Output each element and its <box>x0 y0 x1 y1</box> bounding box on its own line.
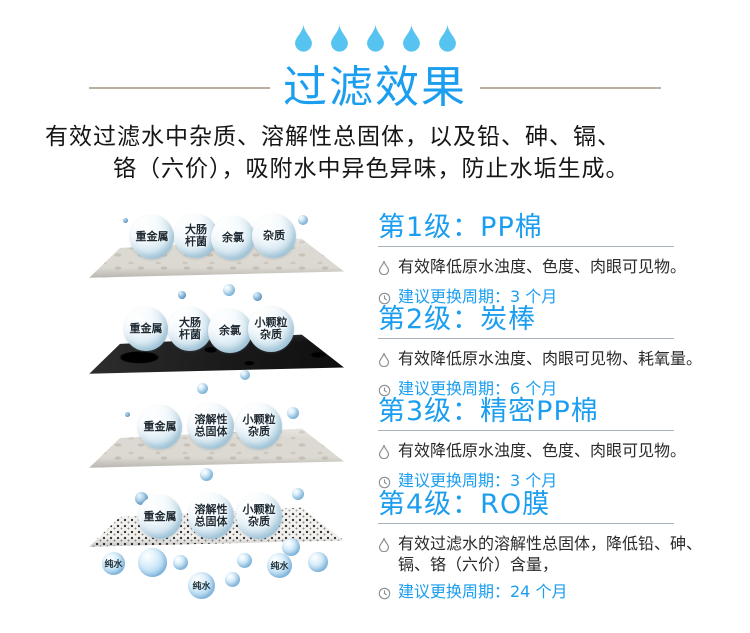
intro-line-2: 铬（六价），吸附水中异色异味，防止水垢生成。 <box>113 156 630 182</box>
contaminant-bubble: 溶解性 总固体 <box>188 403 234 449</box>
water-bubble <box>282 538 300 556</box>
water-bubble <box>240 370 250 380</box>
water-drop-icon <box>294 23 312 52</box>
title-underline <box>378 523 674 524</box>
title-underline <box>378 338 674 339</box>
contaminant-bubble: 余氯 <box>211 216 255 260</box>
water-bubble <box>173 555 188 570</box>
pure-water-bubble: 纯水 <box>102 552 125 575</box>
title-underline <box>378 430 674 431</box>
water-bubble <box>253 292 262 301</box>
stage2-title: 第2级：炭棒 <box>378 304 537 335</box>
water-drop-outline-icon <box>378 256 391 280</box>
water-drop-icon <box>402 23 420 52</box>
stage4-cycle: 建议更换周期：24 个月 <box>398 582 568 601</box>
water-bubble <box>287 407 299 419</box>
title-underline <box>378 246 674 247</box>
header: 过滤效果 <box>0 62 750 114</box>
contaminant-bubble: 重金属 <box>138 495 182 539</box>
water-bubble <box>308 552 328 572</box>
contaminant-bubble: 小颗粒 杂质 <box>236 403 282 449</box>
stage3-info: 第3级：精密PP棉 有效降低原水浊度、色度、肉眼可见物。 建议更换周期：3 个月 <box>378 396 715 490</box>
clock-icon <box>378 470 391 494</box>
stage1-info: 第1级：PP棉 有效降低原水浊度、色度、肉眼可见物。 建议更换周期：3 个月 <box>378 212 715 306</box>
title-left-line <box>89 87 270 89</box>
intro-paragraph: 有效过滤水中杂质、溶解性总固体，以及铅、砷、镉、 铬（六价），吸附水中异色异味，… <box>45 121 695 185</box>
stage4-title: 第4级：RO膜 <box>378 489 551 520</box>
water-bubble <box>123 218 128 223</box>
water-drop-outline-icon <box>378 440 391 464</box>
page-title: 过滤效果 <box>283 62 467 113</box>
water-bubble <box>225 572 240 587</box>
contaminant-bubble: 重金属 <box>130 215 174 259</box>
stage3-effect: 有效降低原水浊度、色度、肉眼可见物。 <box>398 441 687 460</box>
stage1-illustration: 重金属 大肠 杆菌 余氯 杂质 <box>60 205 360 301</box>
water-bubble <box>138 548 167 577</box>
stage1-effect: 有效降低原水浊度、色度、肉眼可见物。 <box>398 257 687 276</box>
header-drops <box>0 23 750 53</box>
stage2-info: 第2级：炭棒 有效降低原水浊度、肉眼可见物、耗氧量。 建议更换周期：6 个月 <box>378 304 715 398</box>
stage-info-column: 第1级：PP棉 有效降低原水浊度、色度、肉眼可见物。 建议更换周期：3 个月 第… <box>378 212 715 605</box>
water-drop-icon <box>438 23 456 52</box>
pure-water-bubble: 纯水 <box>188 572 215 599</box>
stage4-illustration: 重金属 溶解性 总固体 小颗粒 杂质 纯水 纯水 纯水 <box>60 485 360 633</box>
stage3-title: 第3级：精密PP棉 <box>378 396 599 427</box>
contaminant-bubble: 小颗粒 杂质 <box>236 493 282 539</box>
filter-illustrations: 重金属 大肠 杆菌 余氯 杂质 重金属 大肠 杆菌 余氯 小颗粒 杂质 重金属 … <box>60 205 360 633</box>
contaminant-bubble: 大肠 杆菌 <box>174 214 218 258</box>
water-drop-icon <box>330 23 348 52</box>
stage4-effect: 有效过滤水的溶解性总固体，降低铅、砷、镉、铬（六价）含量， <box>398 534 703 574</box>
water-drop-outline-icon <box>378 348 391 372</box>
water-bubble <box>223 284 235 296</box>
clock-icon <box>378 286 391 310</box>
stage1-title: 第1级：PP棉 <box>378 212 543 243</box>
clock-icon <box>378 378 391 402</box>
water-bubble <box>178 291 186 299</box>
water-bubble <box>298 215 308 225</box>
water-bubble <box>292 488 304 500</box>
pure-water-bubble: 纯水 <box>267 553 292 578</box>
water-bubble <box>237 553 252 568</box>
stage3-illustration: 重金属 溶解性 总固体 小颗粒 杂质 <box>60 392 360 485</box>
contaminant-bubble: 重金属 <box>124 307 168 351</box>
water-bubble <box>200 468 213 481</box>
title-right-line <box>480 87 661 89</box>
contaminant-bubble: 小颗粒 杂质 <box>248 306 294 352</box>
clock-icon <box>378 581 391 605</box>
contaminant-bubble: 重金属 <box>138 405 182 449</box>
water-bubble <box>197 383 208 394</box>
contaminant-bubble: 余氯 <box>208 309 252 353</box>
contaminant-bubble: 杂质 <box>252 214 296 258</box>
water-bubble <box>125 412 130 417</box>
stage2-illustration: 重金属 大肠 杆菌 余氯 小颗粒 杂质 <box>60 300 360 394</box>
water-drop-outline-icon <box>378 533 391 557</box>
stage2-effect: 有效降低原水浊度、肉眼可见物、耗氧量。 <box>398 349 703 368</box>
intro-line-1: 有效过滤水中杂质、溶解性总固体，以及铅、砷、镉、 <box>45 124 621 150</box>
stage4-info: 第4级：RO膜 有效过滤水的溶解性总固体，降低铅、砷、镉、铬（六价）含量， 建议… <box>378 489 715 605</box>
contaminant-bubble: 大肠 杆菌 <box>168 307 212 351</box>
water-drop-icon <box>366 23 384 52</box>
stage1-cycle: 建议更换周期：3 个月 <box>398 287 558 306</box>
stage3-cycle: 建议更换周期：3 个月 <box>398 471 558 490</box>
stage2-cycle: 建议更换周期：6 个月 <box>398 379 558 398</box>
contaminant-bubble: 溶解性 总固体 <box>188 493 234 539</box>
